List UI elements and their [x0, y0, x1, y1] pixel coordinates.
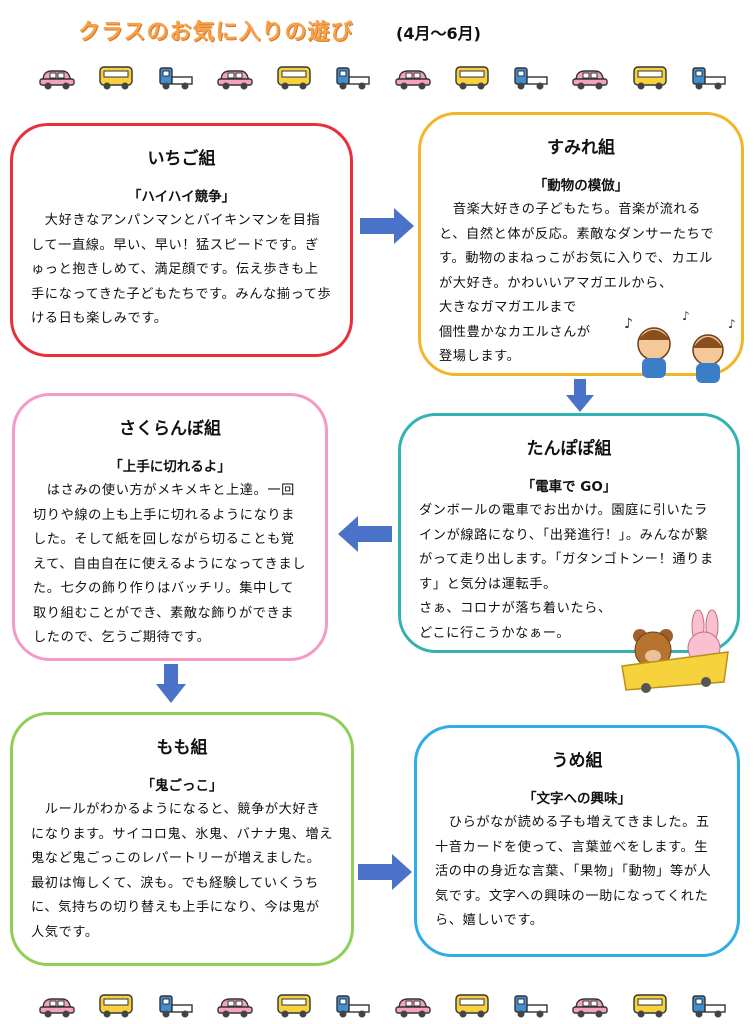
- arrow-down-icon: [566, 379, 594, 412]
- page-title: クラスのお気に入りの遊び: [78, 20, 354, 45]
- description-line: さぁ、コロナが落ち着いたら、: [419, 601, 612, 616]
- dancing-children-illustration: ♪ ♪ ♪: [624, 309, 736, 383]
- description-line: どこに行こうかなぁー。: [419, 625, 571, 641]
- class-card-sakuranbo: さくらんぼ組 「上手に切れるよ」 はさみの使い方がメキメキと上達。一回切りや線の…: [12, 393, 328, 661]
- truck-icon: [334, 993, 372, 1019]
- bus-icon: [453, 65, 491, 91]
- bus-icon: [453, 993, 491, 1019]
- svg-text:♪: ♪: [728, 317, 736, 331]
- arrow-down-icon: [156, 664, 186, 703]
- svg-text:♪: ♪: [624, 316, 633, 332]
- class-card-ichigo: いちご組 「ハイハイ競争」 大好きなアンパンマンとバイキンマンを目指して一直線。…: [10, 123, 353, 357]
- bus-icon: [631, 993, 669, 1019]
- bus-icon: [275, 65, 313, 91]
- class-name: たんぽぽ組: [526, 439, 612, 459]
- activity-title: 「電車で GO」: [521, 479, 617, 495]
- class-card-tanpopo: たんぽぽ組 「電車で GO」 ダンボールの電車でお出かけ。園庭に引いたラインが線…: [398, 413, 740, 653]
- truck-icon: [512, 993, 550, 1019]
- car-icon: [571, 993, 609, 1019]
- bus-icon: [97, 65, 135, 91]
- class-description: はさみの使い方がメキメキと上達。一回切りや線の上も上手に切れるようになりました。…: [33, 483, 306, 645]
- description-line: ダンボールの電車でお出かけ。園庭に引いたラインが線路になり、「出発進行！」。みん…: [419, 503, 714, 592]
- activity-title: 「ハイハイ競争」: [127, 189, 236, 205]
- truck-icon: [690, 65, 728, 91]
- class-card-momo: もも組 「鬼ごっこ」 ルールがわかるようになると、競争が大好きになります。サイコ…: [10, 712, 354, 966]
- vehicle-row-bottom: [38, 991, 728, 1021]
- class-description: ルールがわかるようになると、競争が大好きになります。サイコロ鬼、氷鬼、バナナ鬼、…: [31, 802, 334, 940]
- car-icon: [394, 65, 432, 91]
- class-description: ひらがなが読める子も増えてきました。五十音カードを使って、言葉並べをします。生活…: [435, 815, 712, 928]
- bus-icon: [97, 993, 135, 1019]
- period-label: (4月～6月): [396, 24, 481, 43]
- class-name: すみれ組: [547, 138, 615, 158]
- activity-title: 「鬼ごっこ」: [141, 778, 223, 794]
- arrow-right-icon: [360, 208, 414, 244]
- truck-icon: [334, 65, 372, 91]
- class-name: さくらんぼ組: [119, 419, 221, 439]
- car-icon: [571, 65, 609, 91]
- bear-rabbit-train-illustration: [621, 609, 729, 693]
- car-icon: [38, 65, 76, 91]
- class-name: いちご組: [147, 149, 216, 169]
- class-name: もも組: [156, 738, 208, 758]
- activity-title: 「文字への興味」: [523, 791, 631, 807]
- vehicle-row-top: [38, 63, 728, 93]
- description-line: 個性豊かなカエルさんが: [439, 324, 591, 340]
- truck-icon: [157, 65, 195, 91]
- arrow-right-icon: [358, 854, 412, 890]
- truck-icon: [157, 993, 195, 1019]
- car-icon: [38, 993, 76, 1019]
- bus-icon: [275, 993, 313, 1019]
- svg-text:♪: ♪: [682, 309, 690, 323]
- class-description: ダンボールの電車でお出かけ。園庭に引いたラインが線路になり、「出発進行！」。みん…: [419, 499, 719, 646]
- class-description: 大好きなアンパンマンとバイキンマンを目指して一直線。早い、早い！猛スピードです。…: [31, 213, 332, 326]
- arrow-left-icon: [338, 516, 392, 552]
- truck-icon: [512, 65, 550, 91]
- description-line: 登場します。: [439, 349, 521, 364]
- class-description: 音楽大好きの子どもたち。音楽が流れると、自然と体が反応。素敵なダンサーたちです。…: [439, 198, 723, 370]
- class-name: うめ組: [551, 751, 603, 771]
- activity-title: 「動物の模倣」: [533, 178, 629, 194]
- description-line: 大きなガマガエルまで: [439, 300, 577, 315]
- car-icon: [394, 993, 432, 1019]
- car-icon: [216, 993, 254, 1019]
- class-card-sumire: すみれ組 「動物の模倣」 音楽大好きの子どもたち。音楽が流れると、自然と体が反応…: [418, 112, 744, 376]
- car-icon: [216, 65, 254, 91]
- activity-title: 「上手に切れるよ」: [109, 459, 231, 475]
- bus-icon: [631, 65, 669, 91]
- description-line: 音楽大好きの子どもたち。音楽が流れると、自然と体が反応。素敵なダンサーたちです。…: [439, 202, 715, 291]
- class-card-ume: うめ組 「文字への興味」 ひらがなが読める子も増えてきました。五十音カードを使っ…: [414, 725, 740, 957]
- truck-icon: [690, 993, 728, 1019]
